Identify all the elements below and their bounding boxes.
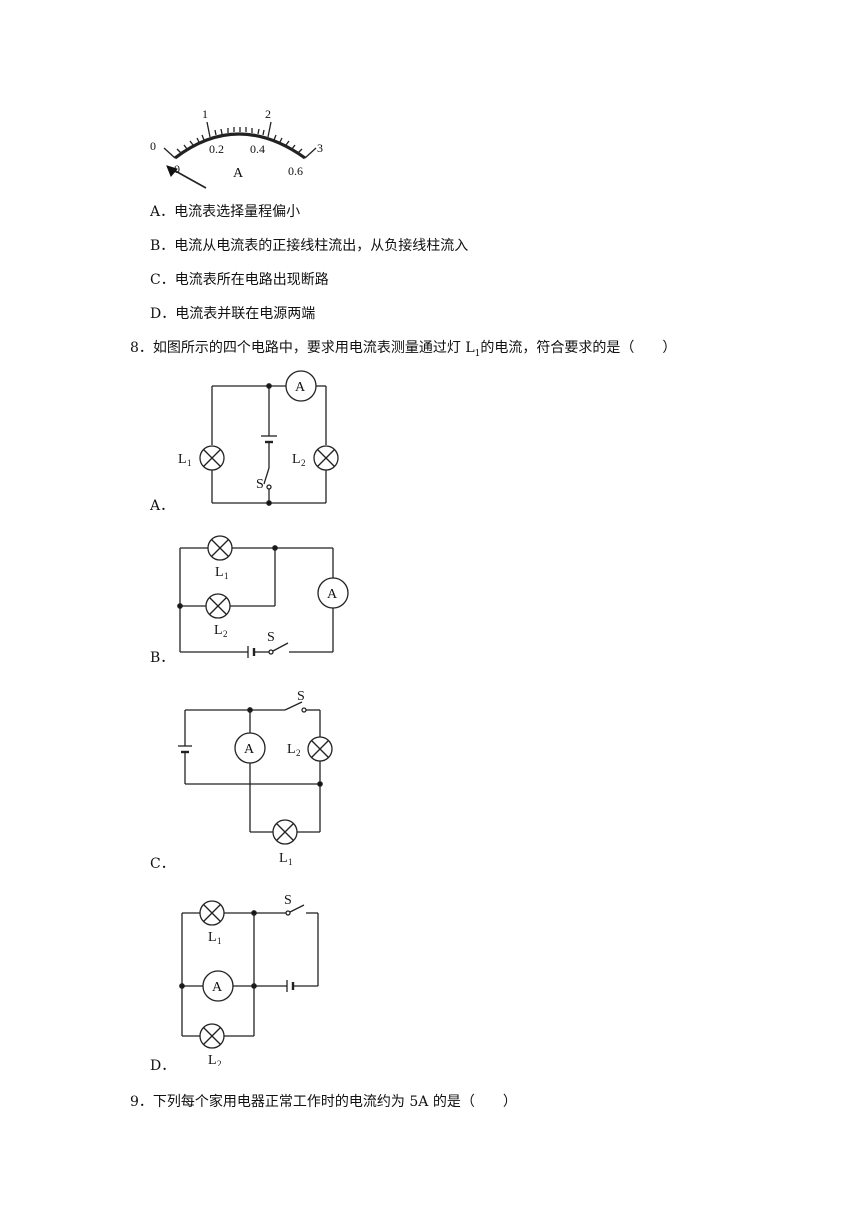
circuit-d: L 1 S A L 2 <box>179 893 319 1066</box>
circuit-a: A L 1 L 2 S <box>178 370 339 506</box>
q9-number: 9． <box>130 1094 153 1110</box>
q8-stem: 8．如图所示的四个电路中，要求用电流表测量通过灯 L1的电流，符合要求的是（ ） <box>130 340 677 359</box>
q7-option-a: A．电流表选择量程偏小 <box>150 204 301 220</box>
svg-text:1: 1 <box>288 857 293 867</box>
switch-icon <box>285 904 305 916</box>
q9-stem: 9．下列每个家用电器正常工作时的电流约为 5A 的是（ ） <box>130 1094 517 1110</box>
battery-icon <box>247 646 256 658</box>
scale-bottom-0: 0 <box>174 162 180 176</box>
ammeter-icon: A <box>234 732 266 764</box>
svg-text:2: 2 <box>217 1059 222 1066</box>
svg-text:L: L <box>178 452 187 467</box>
battery-icon <box>286 980 295 992</box>
svg-text:1: 1 <box>224 571 229 581</box>
svg-text:1: 1 <box>217 936 222 946</box>
ammeter-icon: A <box>202 970 234 1002</box>
lamp-l2-icon <box>199 1023 225 1049</box>
q8-option-d-label: D． <box>150 1058 176 1074</box>
scale-top-1: 1 <box>202 107 208 121</box>
svg-text:A: A <box>295 380 306 395</box>
svg-text:L: L <box>279 851 288 866</box>
dial-minor-ticks <box>176 127 303 154</box>
svg-text:2: 2 <box>301 458 306 468</box>
switch-icon <box>268 642 289 655</box>
switch-icon <box>263 467 272 490</box>
svg-text:S: S <box>267 630 275 645</box>
scale-bottom-04: 0.4 <box>250 142 265 156</box>
dial-pointer <box>169 167 207 189</box>
scale-top-3: 3 <box>317 141 323 155</box>
q7-option-b: B．电流从电流表的正接线柱流出，从负接线柱流入 <box>150 238 469 254</box>
svg-text:S: S <box>284 893 292 908</box>
dial-unit-label: A <box>233 166 244 181</box>
svg-text:2: 2 <box>223 629 228 639</box>
svg-text:L: L <box>287 742 296 757</box>
svg-text:L: L <box>215 565 224 580</box>
svg-text:A: A <box>327 587 338 602</box>
ammeter-icon: A <box>285 370 317 402</box>
svg-text:S: S <box>297 689 305 704</box>
svg-text:A: A <box>212 980 223 995</box>
lamp-l2-icon <box>307 736 333 762</box>
scale-top-0: 0 <box>150 139 156 153</box>
svg-text:A: A <box>244 742 255 757</box>
svg-text:2: 2 <box>296 748 301 758</box>
ammeter-dial-figure: 0 1 2 3 0 0.2 0.4 0.6 A <box>150 107 323 189</box>
q8-option-c-label: C． <box>150 856 175 872</box>
svg-text:1: 1 <box>187 458 192 468</box>
lamp-l2-icon <box>313 445 339 471</box>
battery-icon <box>261 435 277 444</box>
q8-option-a-label: A． <box>150 498 175 514</box>
svg-text:S: S <box>256 477 264 492</box>
q8-number: 8． <box>130 340 153 356</box>
q7-option-c: C．电流表所在电路出现断路 <box>150 272 329 288</box>
q7-option-d: D．电流表并联在电源两端 <box>150 306 316 322</box>
ammeter-icon: A <box>317 577 349 609</box>
dial-arc <box>174 132 306 160</box>
circuit-c: S A L 2 L 1 <box>178 689 333 867</box>
battery-icon <box>178 745 192 754</box>
svg-text:L: L <box>292 452 301 467</box>
scale-bottom-02: 0.2 <box>209 142 224 156</box>
circuit-b: L 1 L 2 A S <box>177 535 349 658</box>
scale-top-2: 2 <box>265 107 271 121</box>
lamp-l2-icon <box>205 593 231 619</box>
lamp-l1-icon <box>207 535 233 561</box>
q8-option-b-label: B． <box>150 650 175 666</box>
scale-bottom-06: 0.6 <box>288 164 303 178</box>
dial-pointer-tip <box>166 165 178 177</box>
lamp-l1-icon <box>199 900 225 926</box>
svg-text:L: L <box>208 930 217 945</box>
svg-text:L: L <box>214 623 223 638</box>
lamp-l1-icon <box>199 445 225 471</box>
svg-text:L: L <box>208 1053 217 1066</box>
lamp-l1-icon <box>272 819 298 845</box>
